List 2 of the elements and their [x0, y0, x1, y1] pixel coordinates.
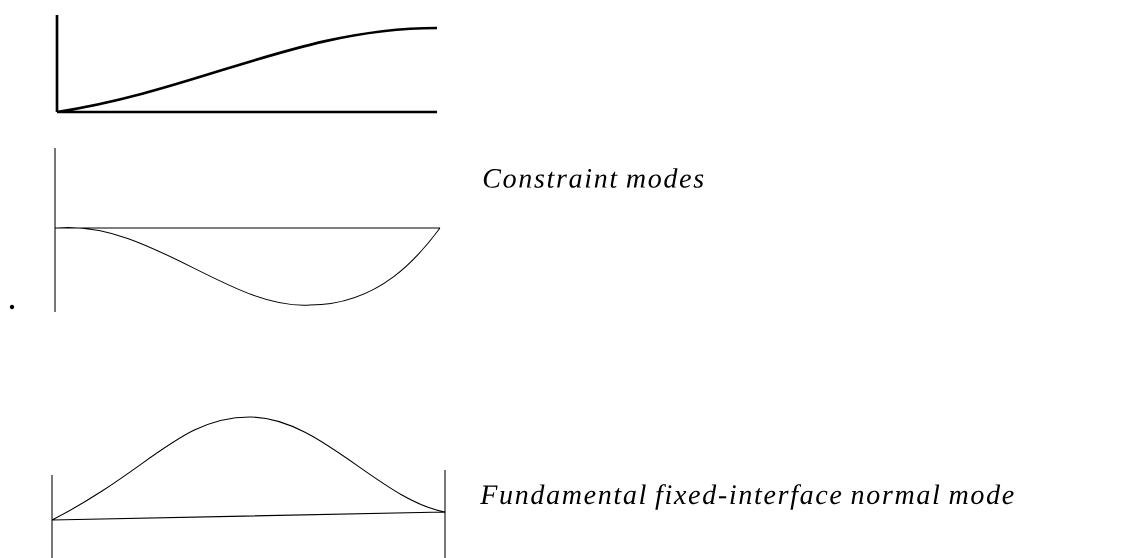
caption-text: Fundamental fixed-interface normal mode	[480, 484, 1014, 510]
caption-text: Constraint modes	[483, 168, 704, 188]
